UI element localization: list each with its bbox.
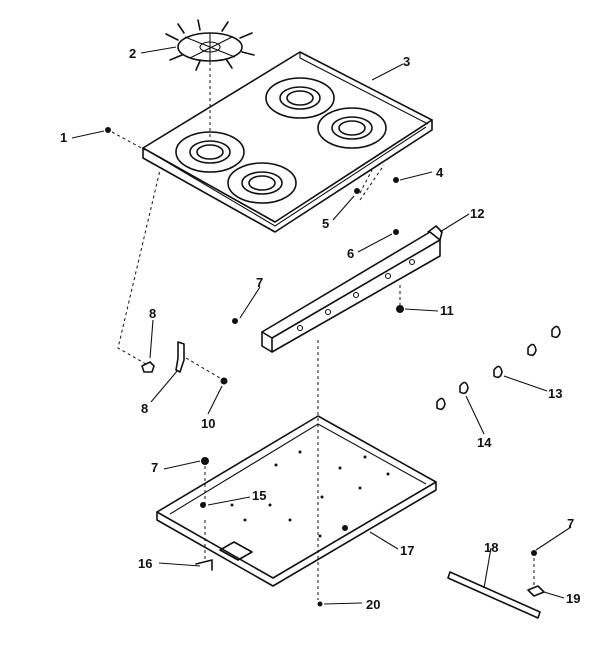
part-screw-7a <box>232 318 238 324</box>
alignment-line <box>359 164 385 201</box>
part-screw-7b <box>201 457 209 465</box>
part-screw-5 <box>354 188 360 194</box>
part-cooktop <box>142 51 433 233</box>
callout-7-lower: 7 <box>567 516 574 531</box>
callout-15: 15 <box>252 488 266 503</box>
part-screw-1 <box>105 127 111 133</box>
part-bracket-8 <box>141 361 155 373</box>
callout-8-upper: 8 <box>149 306 156 321</box>
callout-13: 13 <box>548 386 562 401</box>
part-bracket-16 <box>195 559 213 571</box>
part-burner-caps <box>436 325 561 411</box>
callout-19: 19 <box>566 591 580 606</box>
callout-7-middle: 7 <box>151 460 158 475</box>
part-burner-spreader <box>165 19 255 71</box>
callout-4: 4 <box>436 165 444 180</box>
callout-5: 5 <box>322 216 329 231</box>
alignment-line <box>111 131 146 151</box>
alignment-line <box>117 169 161 365</box>
part-screw-4 <box>393 177 399 183</box>
part-strip-18 <box>447 571 541 619</box>
callout-2: 2 <box>129 46 136 61</box>
alignment-line <box>185 357 221 379</box>
callout-labels: 1 2 3 4 5 6 7 7 7 8 8 10 11 12 13 14 15 … <box>60 46 580 612</box>
part-screw-7c <box>531 550 537 556</box>
callout-6: 6 <box>347 246 354 261</box>
callout-7-upper: 7 <box>256 275 263 290</box>
part-screw-11 <box>396 305 404 313</box>
callout-20: 20 <box>366 597 380 612</box>
part-screw-20 <box>317 601 323 607</box>
callout-8-lower: 8 <box>141 401 148 416</box>
callout-3: 3 <box>403 54 410 69</box>
callout-18: 18 <box>484 540 498 555</box>
part-manifold-panel <box>261 225 443 353</box>
callout-11: 11 <box>440 303 454 318</box>
callout-14: 14 <box>477 435 492 450</box>
leader-lines <box>71 46 572 605</box>
callout-16: 16 <box>138 556 152 571</box>
callout-12: 12 <box>470 206 484 221</box>
part-screw-10 <box>220 377 228 385</box>
part-burner-box <box>156 415 437 587</box>
part-clip-19 <box>527 585 545 597</box>
callout-10: 10 <box>201 416 215 431</box>
callout-17: 17 <box>400 543 414 558</box>
part-clip-9 <box>175 341 185 373</box>
callout-1: 1 <box>60 130 67 145</box>
part-screw-6 <box>393 229 399 235</box>
